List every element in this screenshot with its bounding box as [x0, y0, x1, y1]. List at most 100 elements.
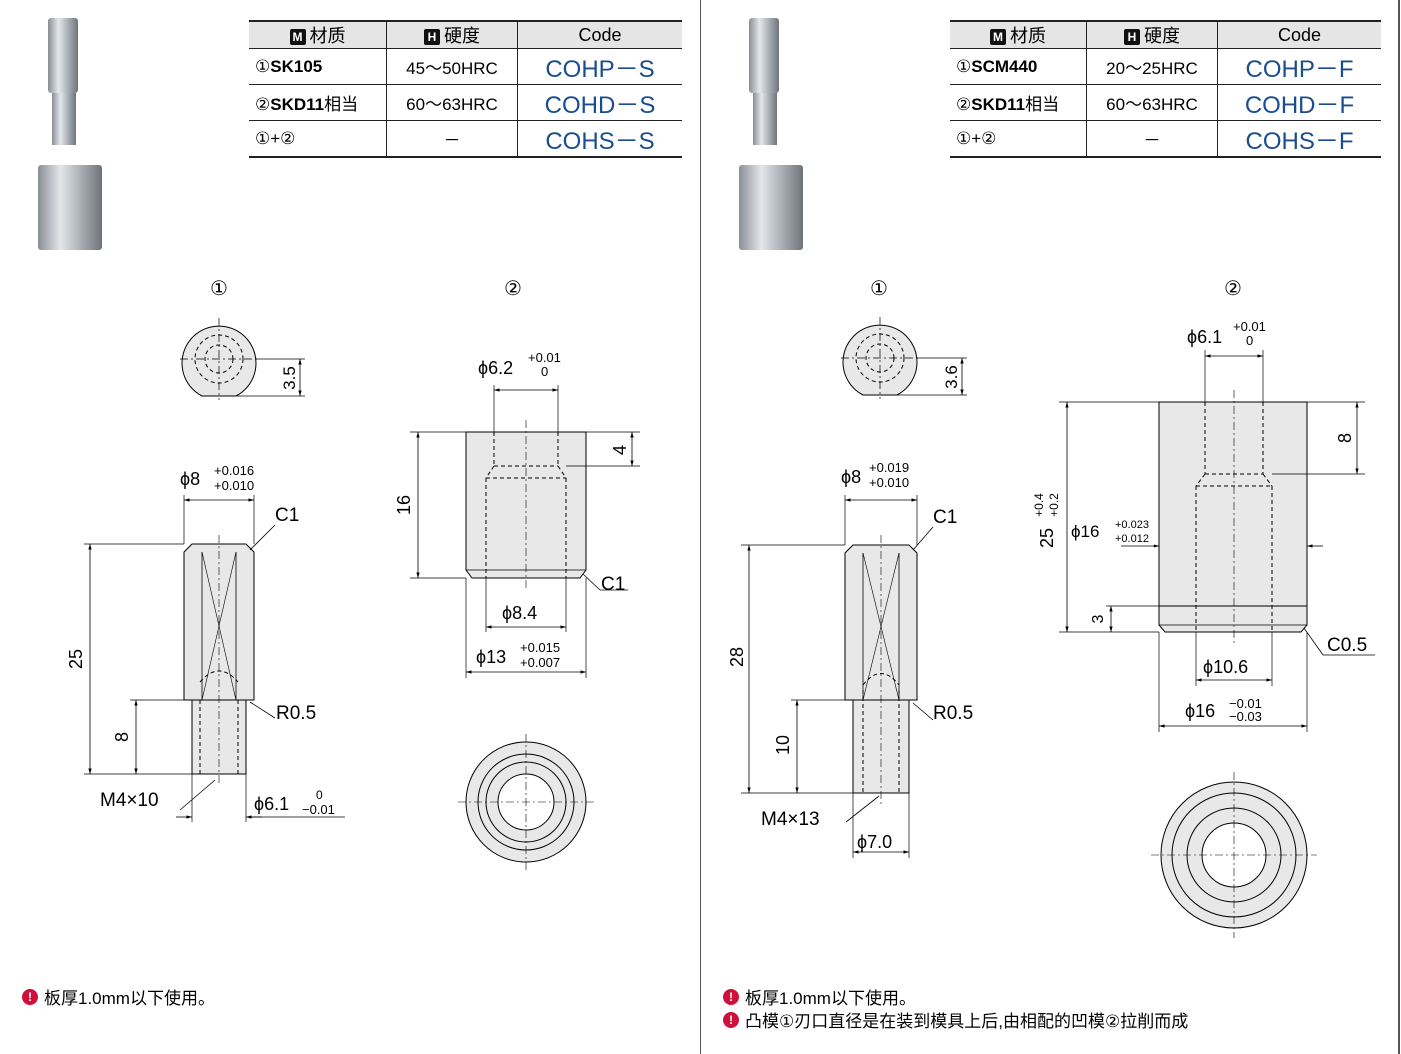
drawing-right: ① ② 3.6	[727, 18, 1375, 938]
part2-inner-dia: ϕ8.4	[502, 603, 537, 623]
table-row: ①SCM440 20～25HRC COHP－F	[950, 48, 1381, 85]
material-cell: ①+②	[950, 120, 1087, 158]
info-icon: !	[723, 1011, 739, 1028]
part2-inner-dia: ϕ10.6	[1203, 657, 1248, 677]
product-photo	[739, 18, 803, 250]
part2-side-view	[410, 385, 640, 678]
part2-outer-tol-up: +0.015	[520, 640, 560, 655]
part2-hole-tol-up: +0.01	[528, 350, 561, 365]
info-icon: !	[723, 988, 739, 1005]
part1-shank-len-dim: 10	[773, 735, 793, 755]
code-cell[interactable]: COHS－S	[517, 120, 682, 158]
part2-hole-tol-low: 0	[541, 364, 548, 379]
part2-depth-dim: 8	[1335, 433, 1355, 443]
part1-shank-tol-up: 0	[316, 788, 323, 802]
part1-shank-dia: ϕ7.0	[857, 832, 892, 852]
product-photo	[38, 18, 102, 250]
part1-length-dim: 28	[727, 647, 747, 667]
part2-hole-dia: ϕ6.1	[1187, 327, 1222, 347]
table-row: ②SKD11相当 60～63HRC COHD－F	[950, 84, 1381, 121]
part1-chamfer: C1	[933, 507, 957, 528]
part1-chamfer: C1	[275, 505, 299, 526]
material-cell: ②SKD11相当	[249, 84, 387, 121]
drawing-left: ① ② 3.5	[38, 18, 640, 870]
hardness-cell: 20～25HRC	[1086, 48, 1218, 85]
header-code: Code	[1217, 20, 1381, 49]
material-cell: ②SKD11相当	[950, 84, 1087, 121]
part2-height-dim: 16	[394, 495, 414, 515]
code-cell[interactable]: COHD－F	[1217, 84, 1381, 121]
material-cell: ①SCM440	[950, 48, 1087, 85]
table-row: ①+② － COHS－S	[249, 120, 682, 158]
part1-radius: R0.5	[276, 703, 316, 724]
part1-shank-tol-low: −0.01	[302, 802, 335, 817]
part1-side-view	[84, 495, 345, 822]
part2-mid-dia: ϕ16	[1071, 522, 1099, 541]
part2-chamfer: C1	[601, 574, 625, 595]
part2-label: ②	[1224, 278, 1242, 300]
note-1: ! 板厚1.0mm以下使用。	[723, 984, 916, 1009]
part1-dia-tol-up: +0.016	[214, 463, 254, 478]
part2-height-tol-up: +0.4	[1032, 493, 1046, 517]
table-row: ②SKD11相当 60～63HRC COHD－S	[249, 84, 682, 121]
part1-radius: R0.5	[933, 703, 973, 724]
part1-thread: M4×10	[100, 790, 159, 811]
table-row: ①SK105 45～50HRC COHP－S	[249, 48, 682, 85]
part1-dia-dim: ϕ8	[841, 467, 861, 487]
part1-side-view	[741, 495, 934, 858]
part1-dia-tol-low: +0.010	[214, 478, 254, 493]
hardness-cell: 45～50HRC	[386, 48, 518, 85]
part1-top-view	[180, 318, 305, 400]
material-badge-icon: M	[289, 29, 306, 46]
code-cell[interactable]: COHD－S	[517, 84, 682, 121]
code-cell[interactable]: COHS－F	[1217, 120, 1381, 158]
part2-depth-dim: 4	[610, 445, 630, 455]
part1-thread: M4×13	[761, 809, 820, 830]
part2-bottom-view	[458, 734, 594, 870]
part2-edge-dim: 3	[1090, 614, 1107, 623]
material-cell: ①SK105	[249, 48, 387, 85]
part1-dia-dim: ϕ8	[180, 469, 200, 489]
part1-flat-dim: 3.5	[280, 366, 299, 390]
part1-label: ①	[210, 278, 228, 300]
part2-outer-tol-low: −0.03	[1229, 709, 1262, 724]
part2-outer-tol-up: −0.01	[1229, 696, 1262, 711]
header-code: Code	[517, 20, 682, 49]
part2-chamfer: C0.5	[1327, 635, 1367, 656]
part2-hole-tol-low: 0	[1246, 333, 1253, 348]
part1-shank-dia: ϕ6.1	[254, 794, 289, 814]
hardness-badge-icon: H	[424, 29, 440, 46]
part2-side-view	[1059, 350, 1375, 732]
part2-hole-tol-up: +0.01	[1233, 319, 1266, 334]
part1-length-dim: 25	[66, 649, 86, 669]
info-icon: !	[22, 988, 38, 1005]
hardness-badge-icon: H	[1124, 29, 1140, 46]
material-cell: ①+②	[249, 120, 387, 158]
hardness-cell: －	[386, 120, 518, 158]
part2-height-tol-low: +0.2	[1047, 493, 1061, 517]
note-2: ! 凸模①刃口直径是在装到模具上后,由相配的凹模②拉削而成	[723, 1007, 1188, 1032]
table-row: ①+② － COHS－F	[950, 120, 1381, 158]
hardness-cell: 60～63HRC	[1086, 84, 1218, 121]
part1-dia-tol-low: +0.010	[869, 475, 909, 490]
code-cell[interactable]: COHP－F	[1217, 48, 1381, 85]
hardness-cell: －	[1086, 120, 1218, 158]
hardness-cell: 60～63HRC	[386, 84, 518, 121]
frame-right-edge	[1398, 0, 1400, 1054]
part2-outer-tol-low: +0.007	[520, 655, 560, 670]
panel-divider	[700, 0, 701, 1054]
part1-flat-dim: 3.6	[942, 365, 961, 389]
code-cell[interactable]: COHP－S	[517, 48, 682, 85]
part2-height-dim: 25	[1037, 528, 1057, 548]
part2-label: ②	[504, 278, 522, 300]
part1-shank-len-dim: 8	[112, 732, 132, 742]
note-1: ! 板厚1.0mm以下使用。	[22, 984, 215, 1009]
